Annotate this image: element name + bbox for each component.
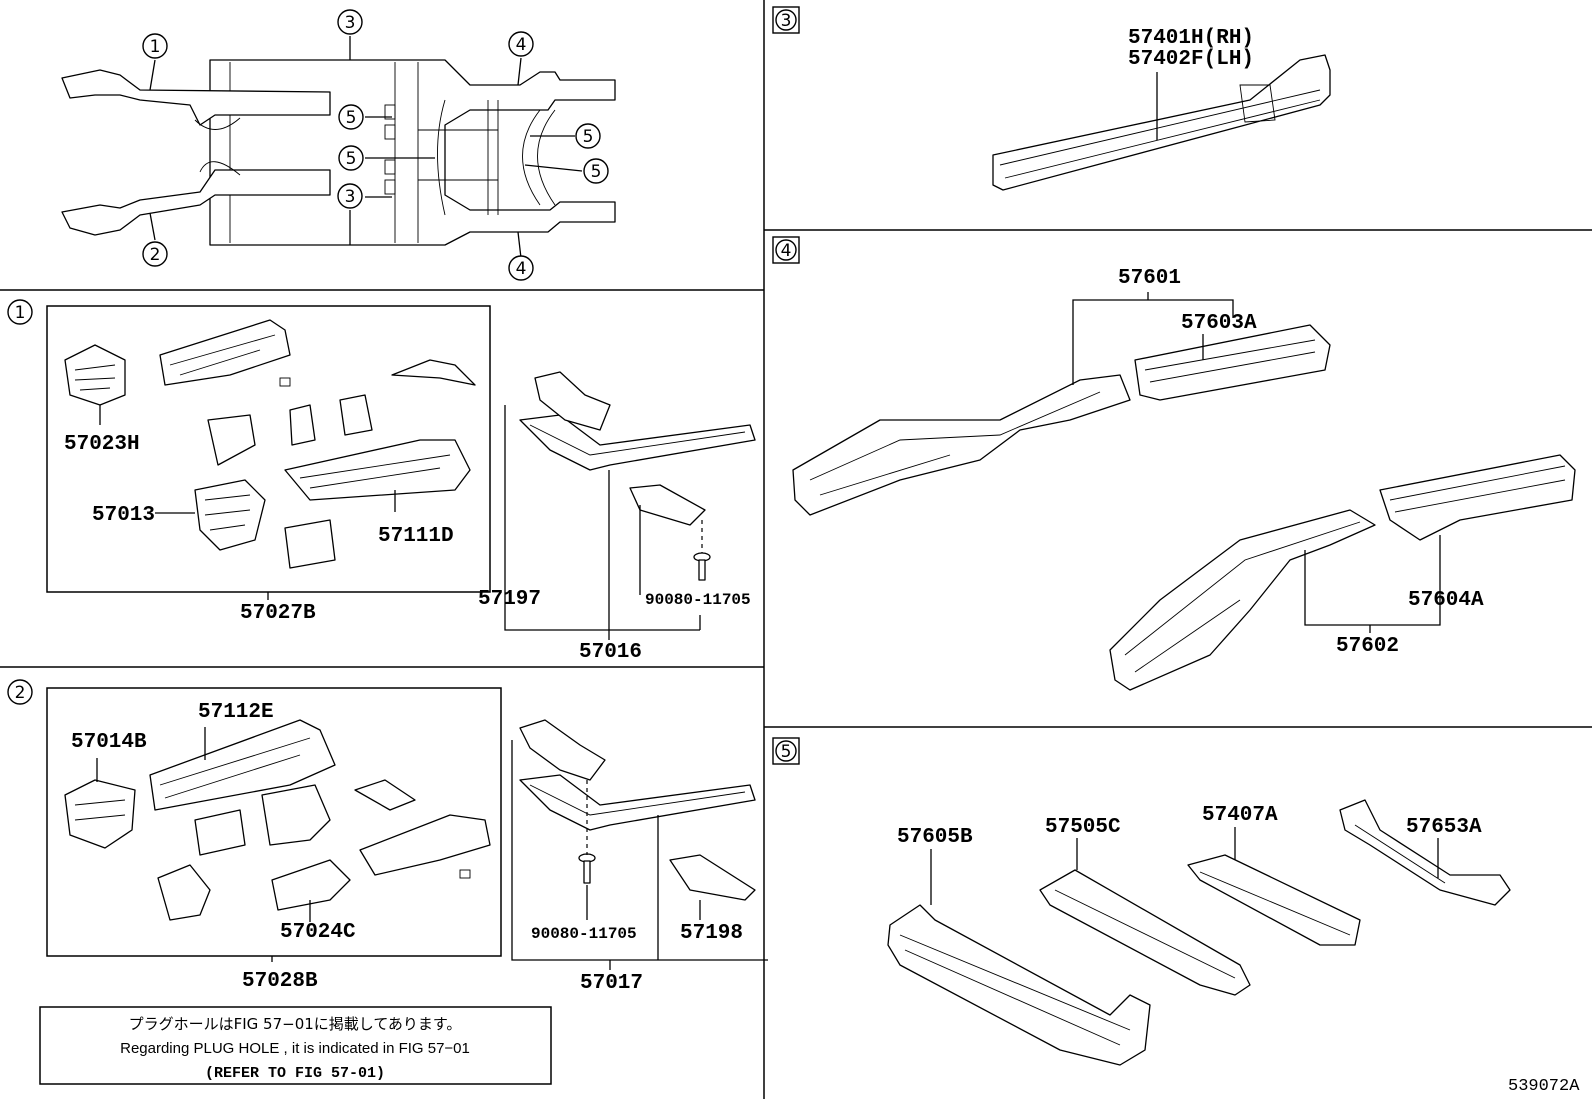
part-57603A-shape xyxy=(1134,324,1331,401)
section-5: 5 57605B 57505C 57407A 57653A xyxy=(772,737,1511,1066)
part-57198-shape xyxy=(669,854,756,901)
svg-text:5: 5 xyxy=(346,108,357,128)
callout-4-top: 4 xyxy=(508,31,534,57)
label-57017: 57017 xyxy=(580,972,643,995)
bolt-90080-11705-b xyxy=(578,853,596,884)
section-3-number: 3 xyxy=(772,6,800,34)
part-57605B-shape xyxy=(887,904,1151,1066)
part-57197-shape xyxy=(534,371,611,431)
note-english: Regarding PLUG HOLE , it is indicated in… xyxy=(120,1040,470,1057)
label-57505C: 57505C xyxy=(1045,816,1121,839)
svg-text:4: 4 xyxy=(516,259,527,279)
svg-text:5: 5 xyxy=(781,742,792,762)
section-1-number: 1 xyxy=(7,299,33,325)
svg-text:1: 1 xyxy=(15,303,26,323)
part-57014B-shape xyxy=(64,779,136,849)
part-57604A-shape xyxy=(1379,454,1576,541)
label-57014B: 57014B xyxy=(71,731,147,754)
svg-text:3: 3 xyxy=(345,187,356,207)
label-57653A: 57653A xyxy=(1406,816,1482,839)
svg-text:4: 4 xyxy=(516,35,527,55)
label-57603A: 57603A xyxy=(1181,312,1257,335)
callout-5-a: 5 xyxy=(338,104,364,130)
svg-text:3: 3 xyxy=(781,11,792,31)
part-57602-shape xyxy=(1109,509,1376,691)
callout-3-bottom: 3 xyxy=(337,183,363,209)
svg-text:1: 1 xyxy=(150,37,161,57)
label-57111D: 57111D xyxy=(378,525,454,548)
label-57197: 57197 xyxy=(478,588,541,611)
label-57112E: 57112E xyxy=(198,701,274,724)
section-3: 3 57401H(RH) 57402F(LH) xyxy=(772,6,1331,191)
part-57407A-shape xyxy=(1187,854,1361,946)
label-90080-11705-b: 90080-11705 xyxy=(531,925,637,943)
svg-text:2: 2 xyxy=(150,245,161,265)
part-57111D-shape xyxy=(284,439,471,501)
part-57013-shape xyxy=(194,479,266,551)
callout-5-b: 5 xyxy=(338,145,364,171)
svg-text:2: 2 xyxy=(15,683,26,703)
label-57401H: 57401H(RH) xyxy=(1128,27,1254,50)
section-2-group-box xyxy=(46,687,502,957)
svg-text:3: 3 xyxy=(345,13,356,33)
figure-code: 539072A xyxy=(1508,1077,1580,1096)
note-japanese: プラグホールはFIG 57−01に掲載してあります。 xyxy=(129,1015,462,1033)
label-57023H: 57023H xyxy=(64,433,140,456)
callout-5-d: 5 xyxy=(583,158,609,184)
callout-2: 2 xyxy=(142,241,168,267)
label-57028B: 57028B xyxy=(242,970,318,993)
label-57407A: 57407A xyxy=(1202,804,1278,827)
section-2-number: 2 xyxy=(7,679,33,705)
part-57024C-shape xyxy=(271,859,351,911)
label-57402F: 57402F(LH) xyxy=(1128,48,1254,71)
label-57601: 57601 xyxy=(1118,267,1181,290)
label-57013: 57013 xyxy=(92,504,155,527)
callout-5-c: 5 xyxy=(575,123,601,149)
part-57653A-shape xyxy=(1339,799,1511,906)
part-57017-shape xyxy=(519,774,756,831)
part-57601-shape xyxy=(792,374,1131,516)
part-57023H-shape xyxy=(64,344,126,406)
callout-4-bottom: 4 xyxy=(508,255,534,281)
label-57027B: 57027B xyxy=(240,602,316,625)
note-reference: (REFER TO FIG 57-01) xyxy=(205,1065,385,1082)
section-2: 2 57014B 57112E 57024C xyxy=(7,679,768,1085)
bolt-90080-11705-a xyxy=(693,552,711,581)
part-57112E-shape xyxy=(149,719,336,811)
svg-text:5: 5 xyxy=(591,162,602,182)
label-57198: 57198 xyxy=(680,922,743,945)
section-5-number: 5 xyxy=(772,737,800,765)
part-57016-shape xyxy=(519,414,756,471)
svg-text:5: 5 xyxy=(583,127,594,147)
svg-text:4: 4 xyxy=(781,241,792,261)
part-57505C-shape xyxy=(1039,869,1251,996)
svg-text:5: 5 xyxy=(346,149,357,169)
label-57016: 57016 xyxy=(579,641,642,664)
underbody-overview: 1 2 3 3 4 4 5 5 5 5 xyxy=(61,9,616,281)
part-57401H-shape xyxy=(992,54,1331,191)
callout-3-top: 3 xyxy=(337,9,363,35)
section-4: 4 57601 57603A 57604A 57602 xyxy=(772,236,1576,691)
section-4-number: 4 xyxy=(772,236,800,264)
label-57604A: 57604A xyxy=(1408,589,1484,612)
plug-hole-note: プラグホールはFIG 57−01に掲載してあります。 Regarding PLU… xyxy=(39,1006,552,1085)
callout-1: 1 xyxy=(142,33,168,59)
label-57605B: 57605B xyxy=(897,826,973,849)
label-90080-11705-a: 90080-11705 xyxy=(645,591,751,609)
section-1: 1 xyxy=(7,299,756,664)
label-57024C: 57024C xyxy=(280,921,356,944)
label-57602: 57602 xyxy=(1336,635,1399,658)
